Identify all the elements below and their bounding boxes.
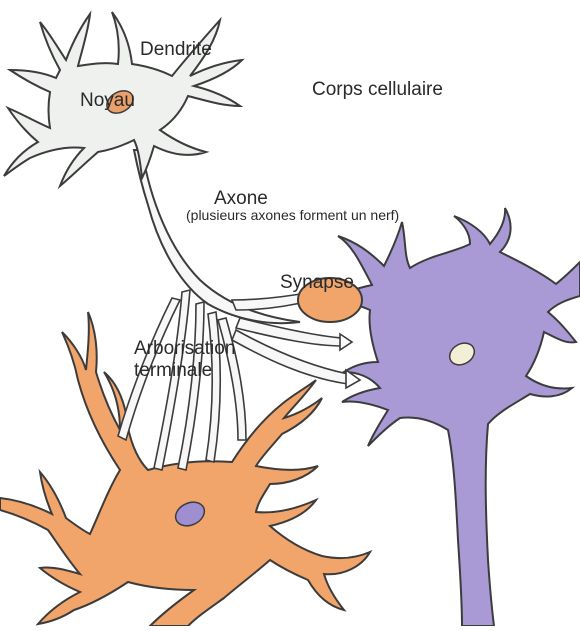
purple-neuron (330, 208, 580, 626)
label-synapse: Synapse (280, 272, 354, 293)
purple-neuron-body (330, 208, 580, 626)
label-noyau: Noyau (80, 90, 135, 111)
label-arborisation-line1: Arborisation (134, 338, 235, 359)
label-axone-note: (plusieurs axones forment un nerf) (186, 207, 399, 223)
label-axone: Axone (214, 188, 268, 209)
axon-branch-down-3 (206, 312, 220, 462)
label-corps-cellulaire: Corps cellulaire (312, 79, 443, 100)
label-arborisation-line2: terminale (134, 360, 212, 381)
label-dendrite: Dendrite (140, 39, 212, 60)
terminal-arrowhead-1 (340, 334, 352, 350)
